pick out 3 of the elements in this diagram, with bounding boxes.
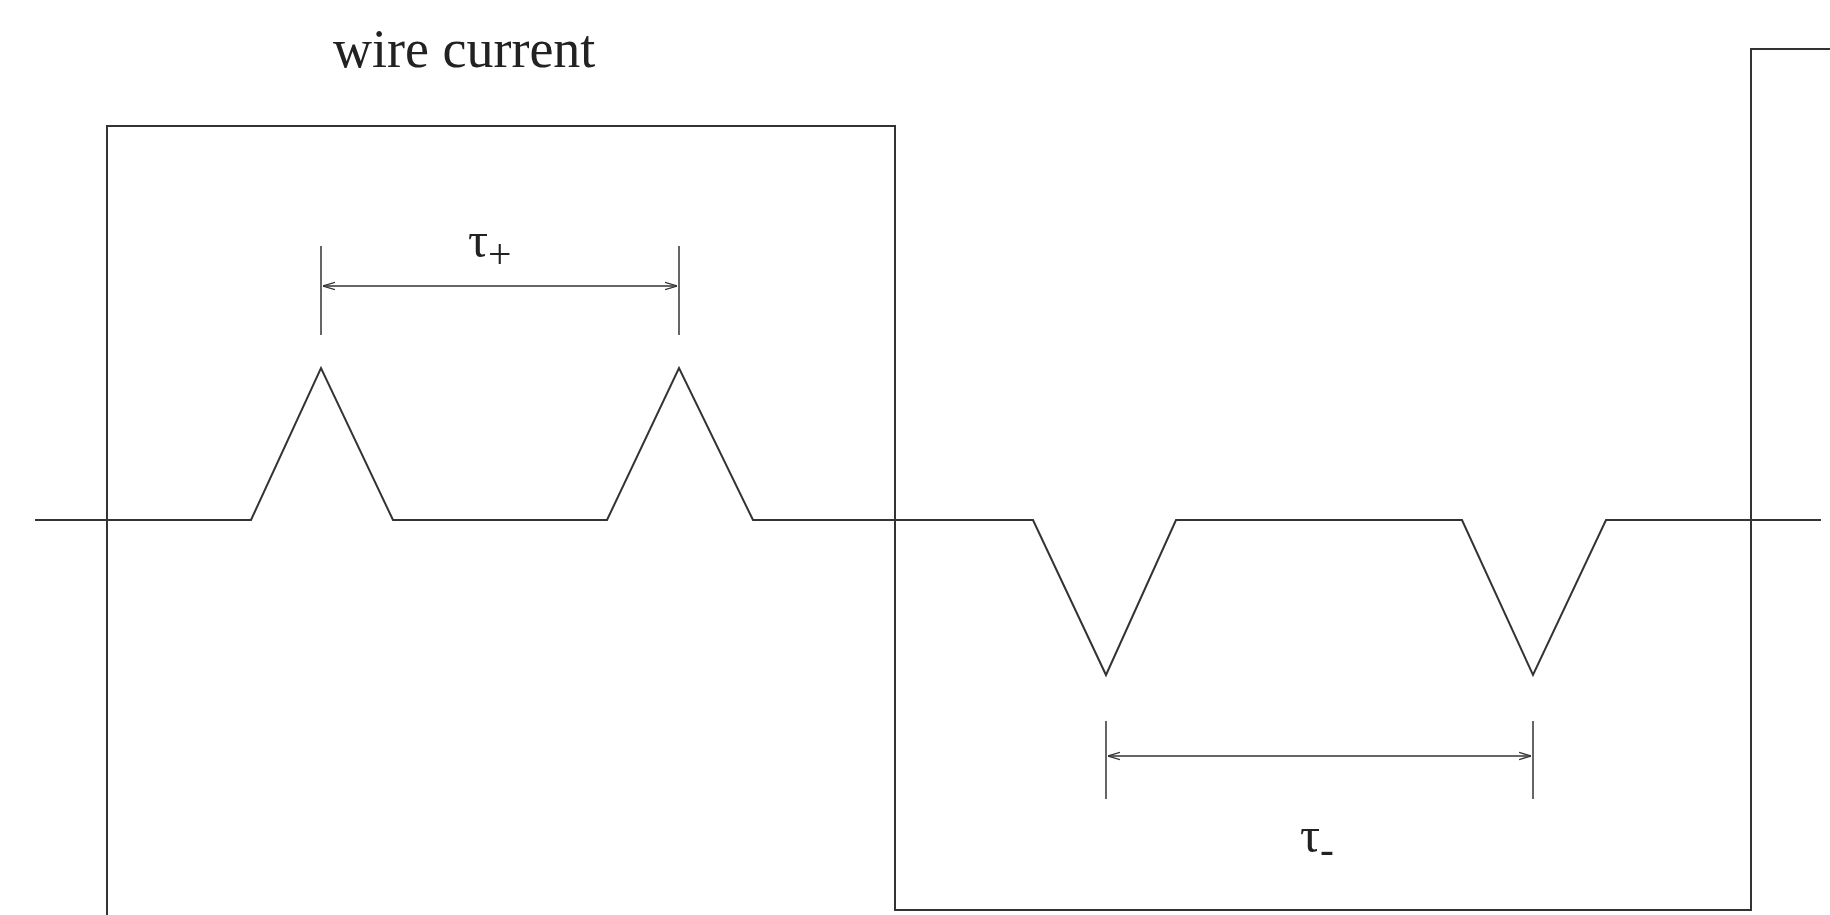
dimension-label: τ$_{-}$: [1300, 810, 1334, 871]
heading-label: wire current: [333, 22, 596, 76]
dimension-label: τ$_{+}$: [468, 215, 512, 276]
